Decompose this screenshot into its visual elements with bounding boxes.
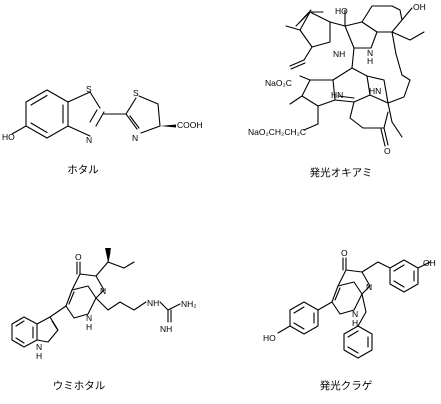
atom-label: N — [366, 282, 372, 292]
atom-label: N — [132, 133, 138, 143]
atom-label: H — [86, 322, 92, 332]
atom-label: N — [367, 48, 373, 58]
atom-label: HO — [335, 6, 348, 16]
atom-label: NaO₂C — [265, 78, 292, 88]
atom-label: OH — [413, 2, 426, 12]
atom-label: N — [36, 342, 42, 352]
atom-label: NH — [147, 298, 159, 308]
atom-label: NH — [160, 324, 172, 334]
atom-label: NH — [333, 49, 345, 59]
atom-label: HO — [263, 333, 276, 343]
atom-label: COOH — [177, 120, 203, 130]
firefly-luciferin-structure: HO S N S N COOH — [2, 84, 203, 145]
atom-label: O — [341, 248, 348, 258]
caption-krill: 発光オキアミ — [310, 166, 373, 179]
atom-label: H — [367, 56, 373, 66]
atom-label: S — [86, 84, 92, 94]
atom-label: N — [100, 286, 106, 296]
atom-label: N — [86, 313, 92, 323]
coelenterazine-structure: O N N H HO OH — [263, 248, 436, 359]
atom-label: H — [36, 351, 42, 361]
atom-label: HO — [2, 132, 15, 142]
atom-label: H — [352, 318, 358, 328]
atom-label: O — [75, 252, 82, 262]
atom-label: NH₂ — [181, 299, 197, 309]
atom-label: N — [352, 309, 358, 319]
atom-label: O — [384, 146, 391, 156]
atom-label: HN — [331, 90, 343, 100]
atom-label: HN — [369, 86, 381, 96]
caption-cypridina: ウミホタル — [53, 380, 106, 392]
atom-label: OH — [423, 258, 436, 268]
caption-aequorea: 発光クラゲ — [320, 379, 373, 392]
atom-label: NaO₂CH₂CH₂C — [248, 127, 306, 137]
krill-luciferin-structure: HO OH NH N H HN HN O NaO₂C NaO₂CH₂CH₂C — [248, 2, 426, 156]
atom-label: N — [86, 135, 92, 145]
cypridina-luciferin-structure: O N N H N H NH NH₂ NH — [11, 248, 197, 361]
caption-firefly: ホタル — [67, 164, 99, 176]
atom-label: S — [133, 88, 139, 98]
